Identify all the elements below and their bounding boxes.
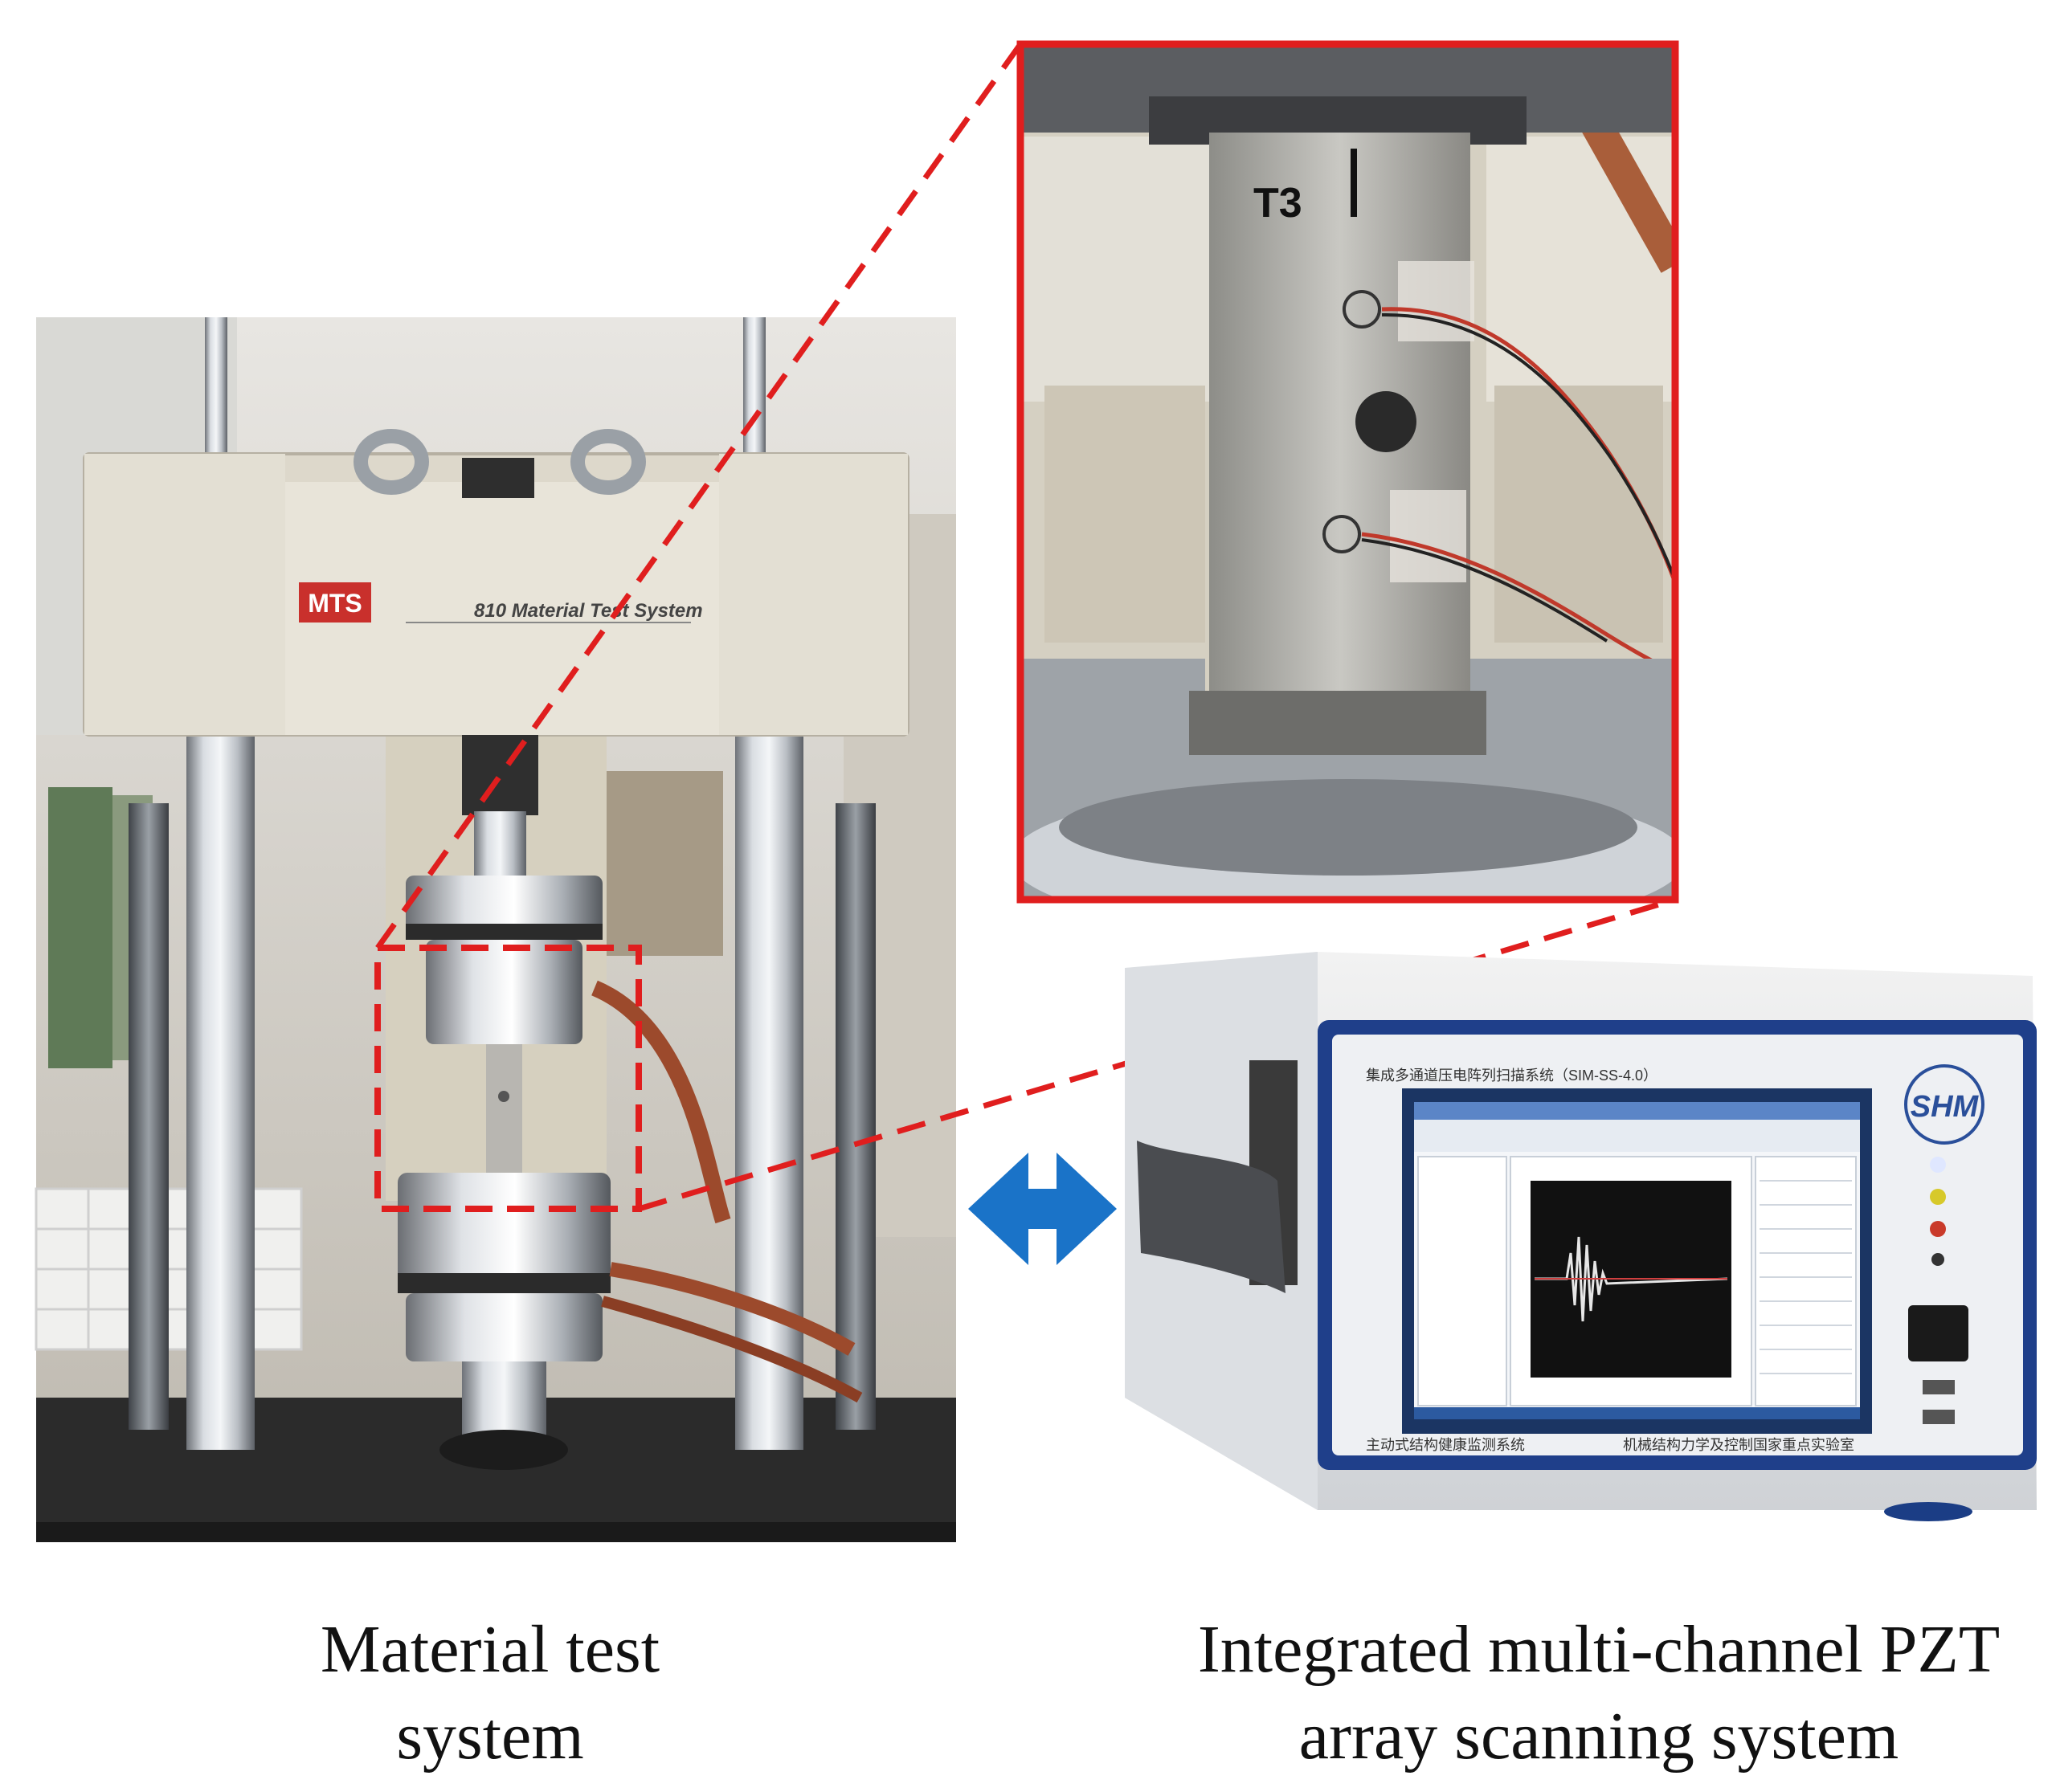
caption-pzt-scanning-system: Integrated multi-channel PZT array scann… bbox=[1165, 1606, 2033, 1780]
mts-brand-text: MTS bbox=[308, 589, 362, 618]
bidirectional-arrow-icon bbox=[968, 1153, 1117, 1265]
material-test-system-photo: MTS 810 Material Test System bbox=[35, 317, 956, 1542]
caption-left-line-2: system bbox=[396, 1699, 584, 1774]
device-footer-left-label: 主动式结构健康监测系统 bbox=[1366, 1437, 1525, 1453]
pzt-scanning-system-photo: 集成多通道压电阵列扫描系统（SIM-SS-4.0） SHM bbox=[1125, 952, 2037, 1521]
caption-left-line-1: Material test bbox=[320, 1612, 660, 1687]
shm-logo-icon: SHM bbox=[1904, 1064, 1984, 1145]
device-footer-right-label: 机械结构力学及控制国家重点实验室 bbox=[1623, 1437, 1854, 1453]
shm-logo-text: SHM bbox=[1911, 1090, 1980, 1124]
specimen-highlight-box bbox=[374, 945, 642, 1212]
caption-right-line-1: Integrated multi-channel PZT bbox=[1197, 1612, 2001, 1687]
specimen-marking: T3 bbox=[1253, 180, 1302, 227]
caption-right-line-2: array scanning system bbox=[1298, 1699, 1899, 1774]
device-title-label: 集成多通道压电阵列扫描系统（SIM-SS-4.0） bbox=[1366, 1067, 1657, 1084]
mts-logo: MTS bbox=[299, 582, 371, 623]
specimen-closeup-photo: T3 bbox=[1016, 40, 1679, 904]
caption-material-test-system: Material test system bbox=[209, 1606, 771, 1780]
machine-model-label: 810 Material Test System bbox=[474, 600, 703, 622]
